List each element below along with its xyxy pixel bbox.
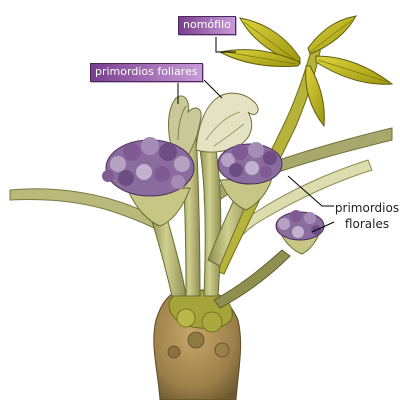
lower-right-shoot [213,249,291,309]
flower-cluster-small [275,210,325,255]
stem-base [153,289,242,400]
leaf-primordium-right [195,92,259,153]
leader-lines [177,37,335,233]
label-primordios-foliares: primordios foliares [90,63,203,82]
leader-primordios-florales-lower [311,221,335,233]
label-primordios-florales-line2: florales [344,217,390,231]
label-primordios-florales: primordios florales [334,200,400,232]
flower-cluster-center [217,142,283,211]
leader-primordios-florales-upper [287,175,334,207]
label-nomofilo: nomófilo [178,16,236,35]
nomofilo-leaves [218,15,394,128]
leaf-primordium-left [168,95,202,157]
stem-center-right [199,149,222,297]
label-primordios-florales-line1: primordios [334,201,400,215]
leader-primordios-foliares-right [203,79,223,99]
flower-cluster-left [102,137,195,227]
leader-nomofilo [215,37,236,53]
stem-left [149,213,187,297]
